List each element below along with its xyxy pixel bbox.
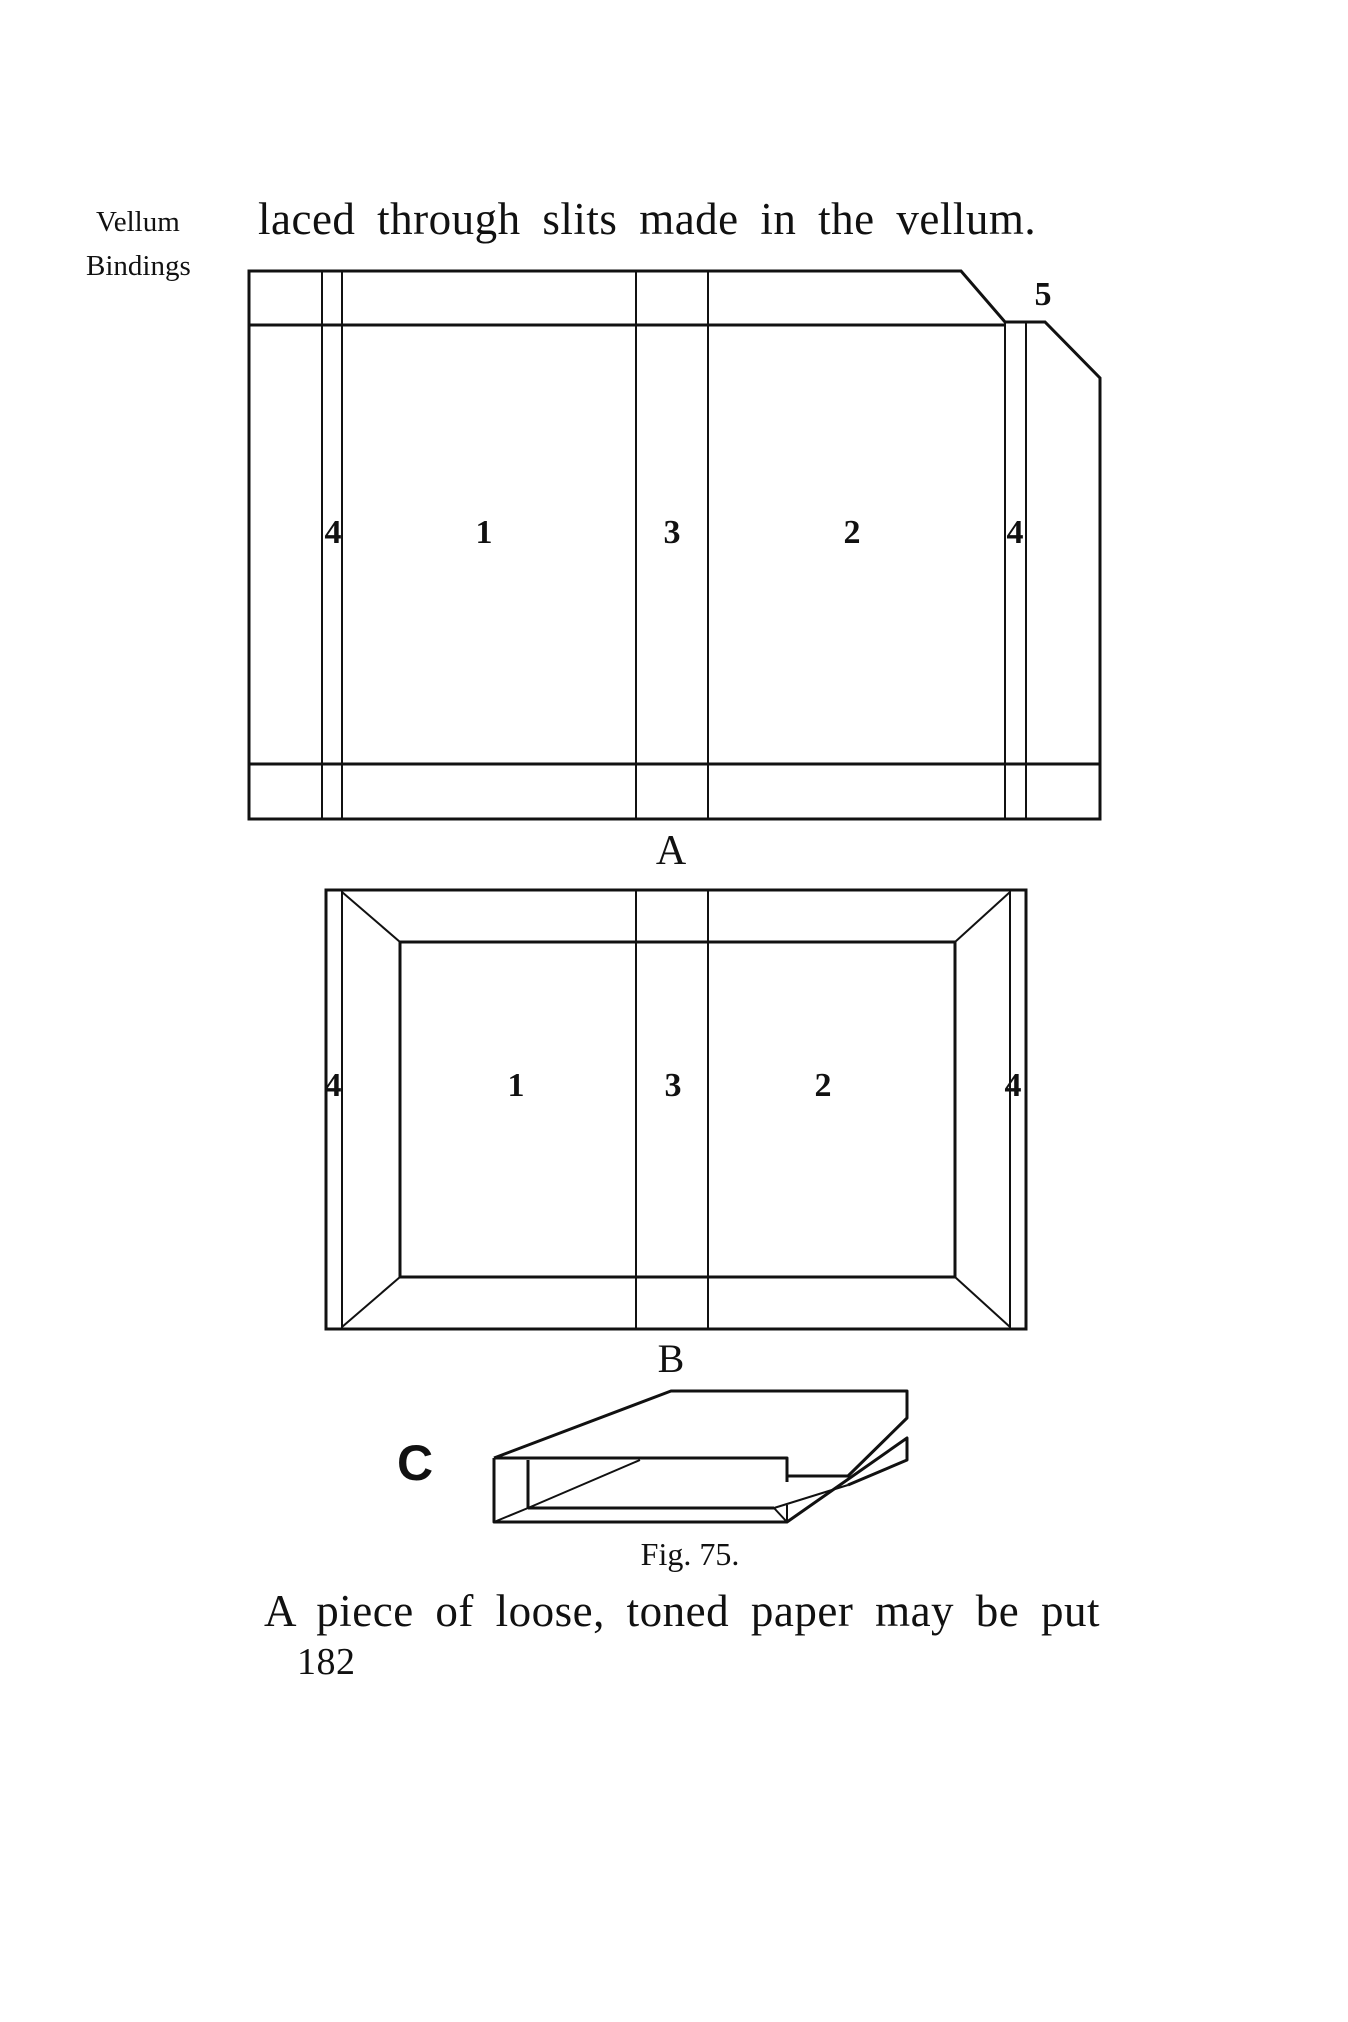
body-text-top: laced through slits made in the vellum. bbox=[258, 194, 1037, 244]
diagram-a-label-1: 1 bbox=[476, 514, 493, 551]
margin-note-bindings: Bindings bbox=[86, 250, 191, 282]
diagram-b-label-3: 3 bbox=[665, 1067, 682, 1104]
diagram-a-caption: A bbox=[656, 828, 687, 874]
diagram-c bbox=[492, 1389, 909, 1524]
margin-note-vellum: Vellum bbox=[96, 206, 180, 238]
diagram-a-label-3: 3 bbox=[664, 514, 681, 551]
diagram-c-caption: C bbox=[397, 1435, 433, 1491]
diagram-b-caption: B bbox=[658, 1336, 685, 1381]
body-text-bottom: A piece of loose, toned paper may be put bbox=[264, 1586, 1101, 1636]
figure-caption: Fig. 75. bbox=[641, 1536, 740, 1572]
diagram-a-label-5: 5 bbox=[1035, 276, 1052, 313]
diagram-a bbox=[247, 269, 1102, 821]
diagram-b-label-4-right: 4 bbox=[1005, 1067, 1022, 1104]
diagram-b-label-2: 2 bbox=[815, 1067, 832, 1104]
diagram-b-label-4-left: 4 bbox=[325, 1067, 342, 1104]
diagram-b bbox=[324, 888, 1028, 1331]
page-number: 182 bbox=[297, 1641, 356, 1683]
diagram-a-label-4-right: 4 bbox=[1007, 514, 1024, 551]
diagram-a-label-4-left: 4 bbox=[325, 514, 342, 551]
diagram-a-label-2: 2 bbox=[844, 514, 861, 551]
diagram-b-label-1: 1 bbox=[508, 1067, 525, 1104]
